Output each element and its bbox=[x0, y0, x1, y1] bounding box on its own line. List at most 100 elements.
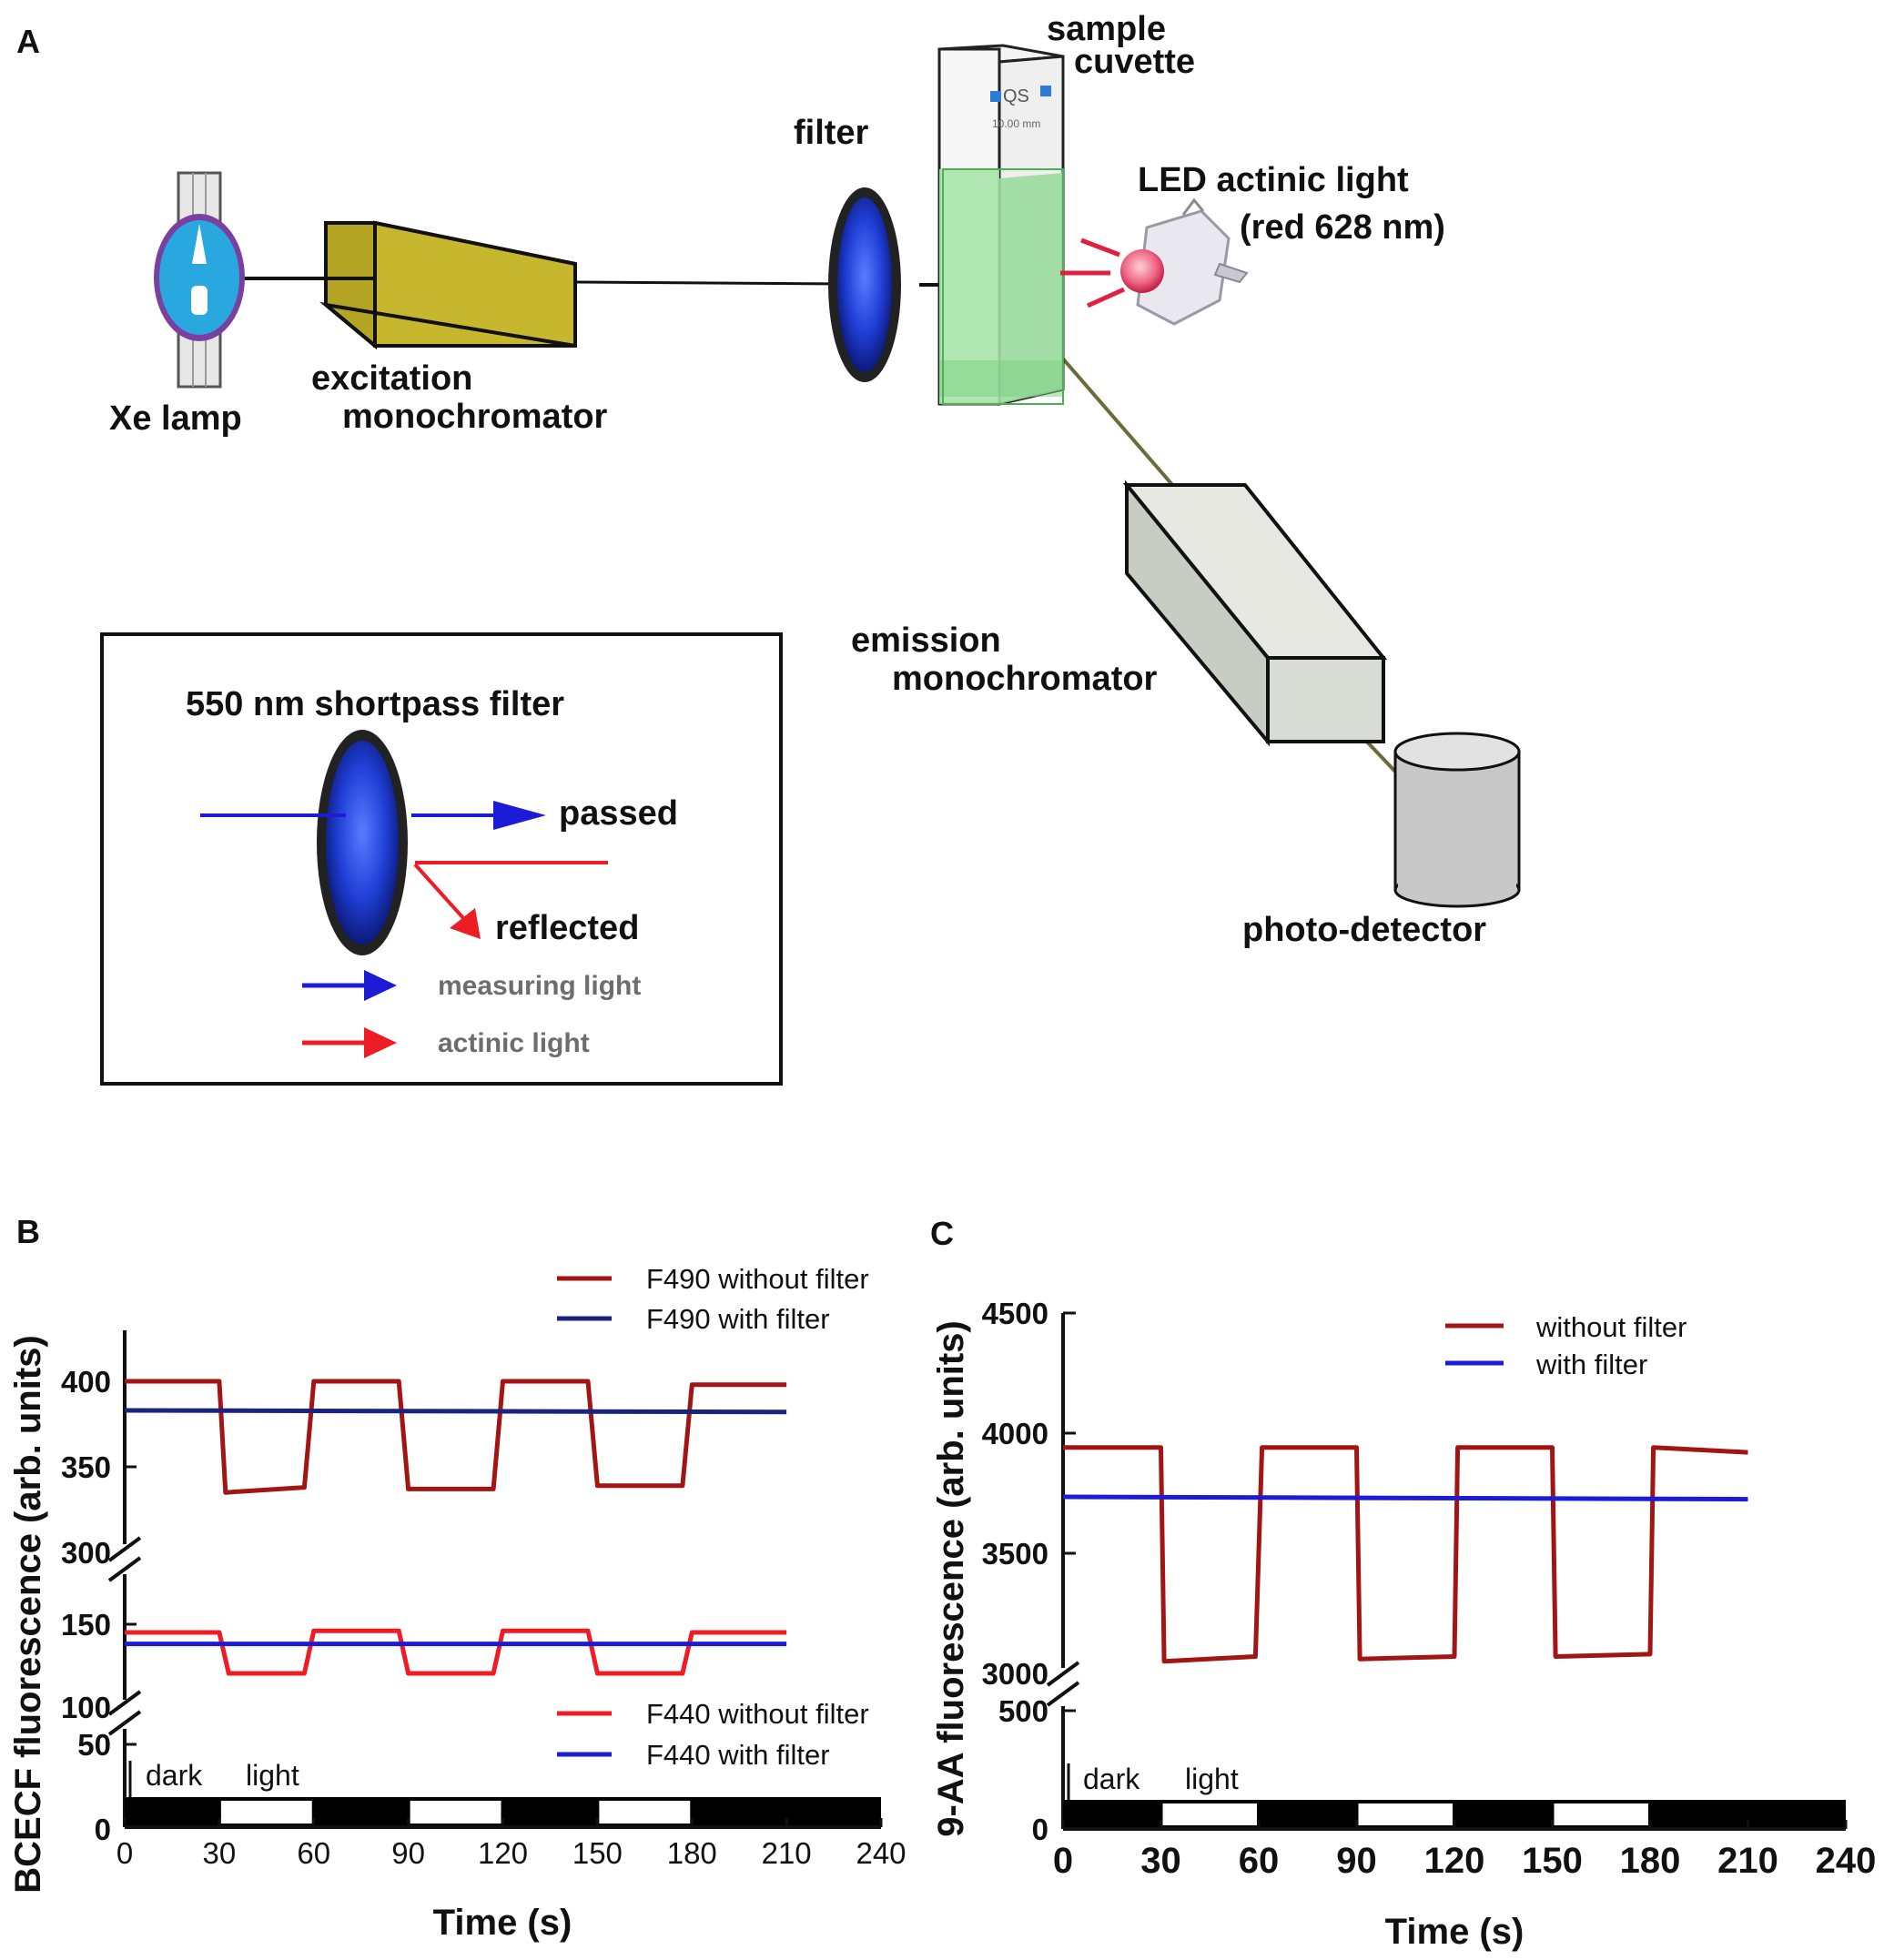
panel-a: A Xe lamp excitation monochromator bbox=[16, 10, 1521, 1086]
b-xlabel-60: 60 bbox=[297, 1836, 330, 1870]
label-led-1: LED actinic light bbox=[1138, 161, 1409, 199]
c-ylabel-3000: 3000 bbox=[982, 1657, 1048, 1691]
c-axis-break-a bbox=[1046, 1661, 1080, 1687]
b-ylabel-150: 150 bbox=[61, 1608, 111, 1642]
led-actinic-light bbox=[1060, 197, 1249, 326]
c-xlabel-90: 90 bbox=[1336, 1841, 1377, 1881]
b-ylabel-50: 50 bbox=[77, 1728, 111, 1762]
c-light-period-0 bbox=[1162, 1803, 1257, 1825]
c-series-group bbox=[1062, 1445, 1748, 1664]
label-xe-lamp: Xe lamp bbox=[109, 399, 242, 438]
c-ylabel-4000: 4000 bbox=[982, 1417, 1048, 1450]
b-xlabel-30: 30 bbox=[203, 1836, 237, 1870]
b-ylabel-100: 100 bbox=[61, 1691, 111, 1724]
b-xlabel-210: 210 bbox=[762, 1836, 812, 1870]
panel-b: B F490 without filter F490 with filter F… bbox=[8, 1213, 907, 1943]
b-x-ticks: 0 30 60 90 120 150 180 210 240 bbox=[116, 1818, 907, 1870]
b-axis-break-1a bbox=[107, 1536, 142, 1562]
b-axis-break-1b bbox=[107, 1556, 142, 1582]
c-light-label: light bbox=[1185, 1763, 1239, 1795]
panel-c: C without filter with filter 4500 4000 3… bbox=[930, 1215, 1876, 1952]
c-axis-ylabel: 9-AA fluorescence (arb. units) bbox=[931, 1320, 971, 1837]
label-cuvette-2: cuvette bbox=[1074, 43, 1195, 81]
b-xlabel-90: 90 bbox=[391, 1836, 425, 1870]
b-axis-xlabel: Time (s) bbox=[433, 1903, 572, 1943]
b-series-group bbox=[124, 1379, 787, 1676]
c-ylabel-0: 0 bbox=[1032, 1813, 1048, 1846]
c-xlabel-120: 120 bbox=[1424, 1841, 1485, 1881]
b-ylabel-400: 400 bbox=[61, 1365, 111, 1399]
legend-label-f440-without: F440 without filter bbox=[646, 1698, 869, 1730]
c-axis-break-b bbox=[1046, 1681, 1080, 1707]
filter-lens bbox=[828, 187, 901, 382]
c-ylabel-4500: 4500 bbox=[982, 1297, 1048, 1330]
b-ylabel-0: 0 bbox=[95, 1813, 111, 1846]
legend-label-f490-with: F490 with filter bbox=[646, 1303, 830, 1335]
beam-mono-to-filter bbox=[574, 280, 847, 286]
photo-detector bbox=[1393, 732, 1521, 908]
c-ylabel-500: 500 bbox=[998, 1694, 1048, 1728]
label-emission-1: emission bbox=[851, 621, 1001, 660]
c-series-without-filter bbox=[1063, 1445, 1748, 1664]
b-xlabel-120: 120 bbox=[478, 1836, 528, 1870]
c-series-with-filter bbox=[1062, 1494, 1748, 1502]
c-dark-label: dark bbox=[1083, 1763, 1140, 1795]
cuvette-mark: QS bbox=[1003, 86, 1029, 106]
b-light-label: light bbox=[246, 1759, 299, 1792]
b-series-f490-without-filter bbox=[125, 1379, 787, 1495]
inset-shortpass: 550 nm shortpass filter passed reflected… bbox=[100, 632, 783, 1086]
c-xlabel-30: 30 bbox=[1140, 1841, 1181, 1881]
b-ylabel-350: 350 bbox=[61, 1450, 111, 1484]
c-xlabel-240: 240 bbox=[1816, 1841, 1877, 1881]
label-led-2: (red 628 nm) bbox=[1240, 208, 1445, 247]
c-xlabel-210: 210 bbox=[1717, 1841, 1778, 1881]
panel-label-b: B bbox=[16, 1213, 40, 1250]
b-dark-label: dark bbox=[146, 1759, 203, 1792]
b-xlabel-180: 180 bbox=[667, 1836, 717, 1870]
legend-label-c-with: with filter bbox=[1535, 1349, 1647, 1380]
legend-label-f490-without: F490 without filter bbox=[646, 1263, 869, 1295]
b-xlabel-240: 240 bbox=[856, 1836, 906, 1870]
c-xlabel-0: 0 bbox=[1053, 1841, 1073, 1881]
label-excitation-1: excitation bbox=[311, 359, 472, 398]
c-xlabel-60: 60 bbox=[1239, 1841, 1280, 1881]
b-xlabel-150: 150 bbox=[572, 1836, 623, 1870]
c-xlabel-180: 180 bbox=[1620, 1841, 1681, 1881]
legend-label-f440-with: F440 with filter bbox=[646, 1739, 830, 1771]
label-filter: filter bbox=[794, 114, 869, 152]
inset-title: 550 nm shortpass filter bbox=[186, 685, 564, 723]
b-light-period-0 bbox=[220, 1801, 312, 1824]
b-xlabel-0: 0 bbox=[116, 1836, 133, 1870]
b-axis-break-2a bbox=[107, 1690, 142, 1716]
c-light-period-2 bbox=[1554, 1803, 1648, 1825]
b-ylabel-300: 300 bbox=[61, 1536, 111, 1570]
b-axis-ylabel: BCECF fluorescence (arb. units) bbox=[8, 1335, 48, 1893]
b-light-periods bbox=[220, 1801, 691, 1824]
label-emission-2: monochromator bbox=[892, 660, 1158, 698]
b-light-period-2 bbox=[599, 1801, 691, 1824]
label-detector: photo-detector bbox=[1242, 911, 1486, 949]
legend-label-c-without: without filter bbox=[1535, 1311, 1686, 1343]
b-axis-break-2b bbox=[107, 1710, 142, 1736]
c-ylabel-3500: 3500 bbox=[982, 1537, 1048, 1571]
label-cuvette-1: sample bbox=[1047, 10, 1166, 48]
emission-monochromator bbox=[1122, 480, 1388, 747]
cuvette-mark-2: 10.00 mm bbox=[992, 117, 1040, 130]
excitation-monochromator bbox=[319, 220, 577, 350]
inset-reflected: reflected bbox=[495, 909, 639, 947]
inset-measuring: measuring light bbox=[438, 971, 641, 1001]
inset-actinic: actinic light bbox=[438, 1028, 590, 1058]
c-axis-xlabel: Time (s) bbox=[1385, 1912, 1524, 1952]
b-series-f440-without-filter bbox=[125, 1628, 787, 1676]
sample-cuvette: QS 10.00 mm bbox=[937, 44, 1065, 406]
label-excitation-2: monochromator bbox=[342, 398, 608, 436]
panel-label-a: A bbox=[16, 23, 40, 60]
inset-passed: passed bbox=[559, 794, 678, 833]
xe-lamp bbox=[154, 171, 245, 389]
c-light-periods bbox=[1162, 1803, 1648, 1825]
panel-label-c: C bbox=[930, 1215, 954, 1252]
b-series-f490-with-filter bbox=[124, 1408, 787, 1415]
c-light-period-1 bbox=[1358, 1803, 1453, 1825]
